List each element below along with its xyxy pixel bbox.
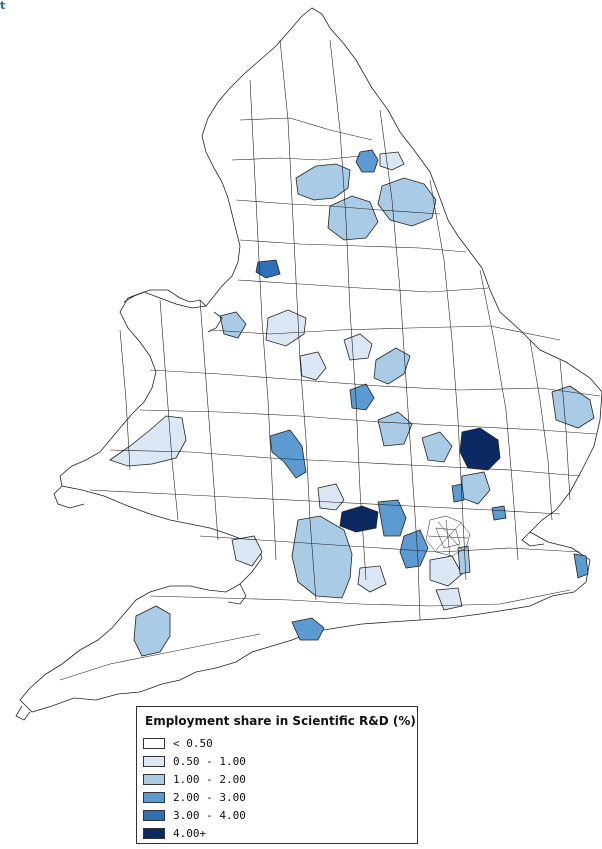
region-stevenage bbox=[451, 483, 465, 503]
london-cluster bbox=[425, 515, 471, 557]
legend: Employment share in Scientific R&D (%) <… bbox=[136, 706, 418, 844]
legend-item-200-300: 2.00 - 3.00 bbox=[143, 790, 246, 804]
legend-swatch bbox=[143, 791, 165, 803]
region-staffordshire bbox=[299, 351, 327, 381]
region-lancaster bbox=[255, 259, 281, 279]
region-north-yorkshire-west bbox=[295, 163, 351, 201]
region-devon bbox=[133, 605, 171, 657]
region-cambridge-west bbox=[421, 431, 453, 463]
region-northamptonshire bbox=[377, 411, 413, 447]
region-derby bbox=[373, 347, 411, 385]
legend-item-lt-050: < 0.50 bbox=[143, 736, 213, 750]
region-surrey bbox=[429, 555, 463, 587]
legend-label: 3.00 - 4.00 bbox=[173, 808, 246, 822]
legend-swatch bbox=[143, 773, 165, 785]
legend-item-300-400: 3.00 - 4.00 bbox=[143, 808, 246, 822]
legend-label: 4.00+ bbox=[173, 826, 207, 840]
corner-text-fragment: t bbox=[0, 0, 6, 12]
region-hampshire-north bbox=[357, 565, 387, 593]
region-essex-south bbox=[491, 505, 507, 521]
district-boundaries bbox=[59, 39, 601, 681]
legend-title: Employment share in Scientific R&D (%) bbox=[145, 714, 416, 728]
coastline-detail bbox=[15, 289, 545, 721]
legend-label: 1.00 - 2.00 bbox=[173, 772, 246, 786]
legend-item-400-plus: 4.00+ bbox=[143, 826, 206, 840]
legend-label: 0.50 - 1.00 bbox=[173, 754, 246, 768]
region-greater-manchester bbox=[265, 309, 307, 347]
region-welsh-borders bbox=[269, 429, 307, 479]
legend-swatch bbox=[143, 737, 165, 749]
region-nottingham bbox=[343, 333, 373, 361]
region-kent-east bbox=[573, 553, 589, 579]
region-london-south bbox=[457, 545, 471, 575]
legend-swatch bbox=[143, 809, 165, 821]
legend-label: < 0.50 bbox=[173, 736, 213, 750]
region-swindon bbox=[317, 483, 345, 511]
region-north-yorkshire-east bbox=[377, 177, 437, 227]
legend-item-100-200: 1.00 - 2.00 bbox=[143, 772, 246, 786]
legend-swatch bbox=[143, 755, 165, 767]
legend-swatch bbox=[143, 827, 165, 839]
region-wiltshire bbox=[291, 515, 353, 599]
region-dorset-coast bbox=[291, 617, 325, 641]
region-norfolk-east bbox=[551, 385, 595, 429]
region-sussex bbox=[435, 587, 463, 611]
region-buckinghamshire bbox=[377, 499, 407, 537]
region-reading bbox=[399, 529, 429, 569]
legend-item-050-100: 0.50 - 1.00 bbox=[143, 754, 246, 768]
region-cambridge bbox=[459, 427, 501, 471]
region-somerset bbox=[231, 535, 263, 567]
region-oxford bbox=[339, 505, 379, 533]
region-teesside bbox=[355, 149, 379, 173]
legend-label: 2.00 - 3.00 bbox=[173, 790, 246, 804]
